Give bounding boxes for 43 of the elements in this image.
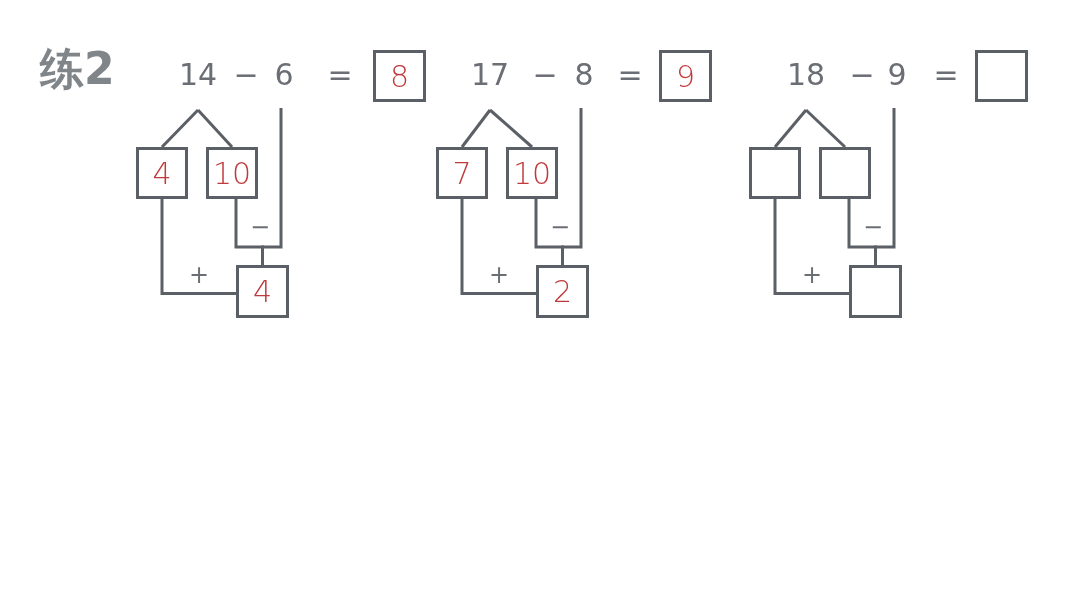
operator-sign: −	[548, 212, 572, 243]
number: 17	[465, 58, 515, 110]
connector-line	[261, 108, 283, 265]
connector-line	[804, 108, 847, 149]
operator-sign: +	[487, 260, 511, 291]
connector-line	[874, 108, 896, 265]
connector-line	[773, 199, 849, 295]
operator-sign: −	[232, 58, 260, 92]
number-box: 2	[536, 265, 589, 318]
number-box	[819, 147, 871, 199]
number-box	[749, 147, 801, 199]
number-box	[849, 265, 902, 318]
number-box: 4	[136, 147, 188, 199]
operator-sign: −	[848, 58, 876, 92]
operator-sign: −	[861, 212, 885, 243]
answer-box	[975, 50, 1028, 102]
number-box: 10	[206, 147, 258, 199]
operator-sign: −	[248, 212, 272, 243]
connector-line	[773, 109, 808, 148]
answer-box: 8	[373, 50, 426, 102]
number-box: 4	[236, 265, 289, 318]
number: 8	[572, 58, 596, 108]
answer-box: 9	[659, 50, 712, 102]
number-box: 7	[436, 147, 488, 199]
number: 9	[885, 58, 909, 108]
heading: 练2	[40, 44, 115, 94]
operator-sign: =	[932, 58, 960, 92]
operator-sign: =	[326, 58, 354, 92]
operator-sign: =	[616, 58, 644, 92]
operator-sign: +	[187, 260, 211, 291]
connector-line	[460, 109, 492, 148]
connector-line	[460, 199, 536, 295]
connector-line	[160, 199, 236, 295]
operator-sign: +	[800, 260, 824, 291]
connector-line	[160, 108, 200, 149]
connector-line	[561, 108, 583, 265]
number: 18	[781, 58, 831, 110]
connector-line	[196, 109, 234, 148]
number-box: 10	[506, 147, 558, 199]
connector-line	[489, 108, 533, 149]
number: 6	[272, 58, 296, 108]
operator-sign: −	[531, 58, 559, 92]
number: 14	[173, 58, 223, 110]
